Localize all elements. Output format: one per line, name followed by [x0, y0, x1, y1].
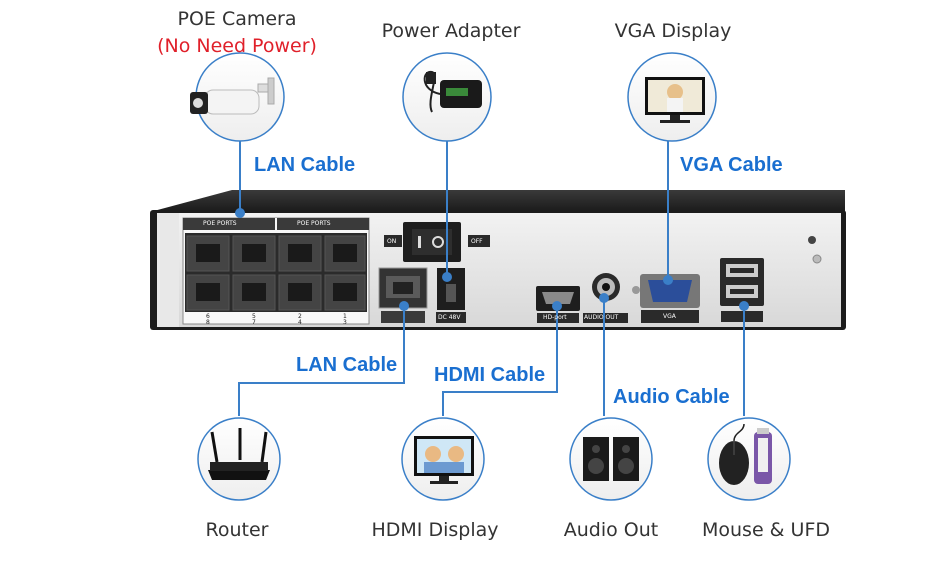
port-number: 1 [343, 313, 347, 320]
audio-out-label: Audio Out [563, 519, 659, 541]
poe-camera-icon [190, 52, 285, 142]
port-number: 3 [343, 319, 347, 326]
switch-on-label: ON [387, 238, 397, 245]
panel-screws [808, 236, 822, 264]
usb-ports [720, 258, 764, 322]
switch-off-label: OFF [471, 238, 483, 245]
audio-port [583, 273, 640, 323]
poe-ports [182, 217, 370, 325]
nvr-top-surface [150, 190, 845, 212]
vga-display-icon [627, 52, 717, 142]
port-number: 2 [298, 313, 302, 320]
vga-port-label: VGA [663, 313, 676, 320]
vga-port [640, 274, 700, 323]
vga-display-label: VGA Display [614, 20, 732, 42]
vga-cable-label: VGA Cable [680, 154, 783, 176]
mouse-usb-icon [707, 417, 791, 501]
power-adapter-label: Power Adapter [381, 20, 521, 42]
hdmi-display-label: HDMI Display [371, 519, 499, 541]
poe-ports-left-label: POE PORTS [203, 220, 237, 227]
port-number: 6 [206, 313, 210, 320]
cable-lines [238, 140, 745, 416]
poe-ports-right-label: POE PORTS [297, 220, 331, 227]
hdmi-display-icon [401, 417, 485, 501]
audio-cable-label: Audio Cable [613, 386, 730, 408]
audio-out-port-label: AUDIO OUT [584, 314, 619, 321]
hdmi-cable-label: HDMI Cable [434, 364, 546, 386]
speaker-icon [569, 417, 653, 501]
power-adapter-icon [402, 52, 492, 142]
lan-cable-bottom-label: LAN Cable [296, 354, 398, 376]
mouse-ufd-label: Mouse & UFD [701, 519, 831, 541]
cable-endpoints [235, 208, 749, 311]
router-icon [197, 417, 281, 501]
hd-port-label: HD-port [543, 314, 567, 321]
port-number: 7 [252, 319, 256, 326]
lan-cable-top-label: LAN Cable [254, 154, 356, 176]
port-number: 4 [298, 319, 302, 326]
poe-camera-note: (No Need Power) [157, 35, 317, 57]
hdmi-cable-line [442, 306, 558, 416]
poe-camera-label: POE Camera [177, 8, 297, 30]
router-label: Router [205, 519, 269, 541]
lan-cable-bottom-line [238, 306, 405, 416]
port-number: 5 [252, 313, 256, 320]
port-number: 8 [206, 319, 210, 326]
dc-label: DC 48V [438, 314, 461, 321]
